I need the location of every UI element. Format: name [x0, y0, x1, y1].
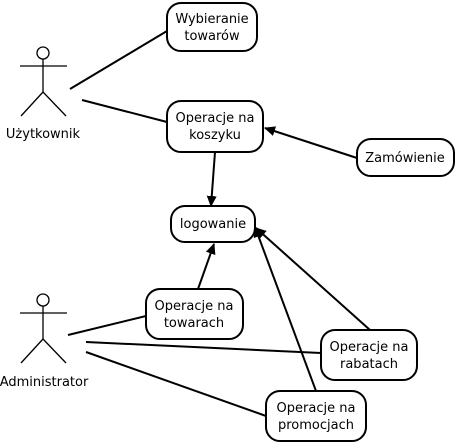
- usecase-operacje-koszyk: Operacje na koszyku: [166, 100, 264, 153]
- actor-admin-head: [36, 293, 50, 307]
- actor-user-head: [36, 46, 50, 60]
- usecase-towarach-line1: Operacje na: [155, 299, 234, 314]
- actor-admin-left-leg: [20, 338, 44, 364]
- assoc-admin-towarach: [67, 315, 147, 336]
- usecase-operacje-towarach: Operacje na towarach: [145, 288, 244, 340]
- usecase-towarach-line2: towarach: [164, 316, 224, 331]
- usecase-zamowienie-label: Zamówienie: [365, 151, 445, 166]
- usecase-zamowienie: Zamówienie: [356, 138, 455, 177]
- usecase-promocjach-line1: Operacje na: [277, 401, 356, 416]
- actor-admin-right-leg: [42, 338, 67, 364]
- arrow-towarach-logowanie: [197, 243, 216, 290]
- assoc-user-wybieranie: [69, 30, 168, 90]
- actor-user-right-leg: [42, 91, 67, 117]
- assoc-admin-promocjach: [85, 351, 267, 417]
- arrow-rabatach-logowanie: [255, 227, 371, 331]
- usecase-operacje-rabatach: Operacje na rabatach: [320, 329, 418, 381]
- usecase-wybieranie-line2: towarów: [184, 29, 240, 44]
- usecase-wybieranie-line1: Wybieranie: [175, 12, 248, 27]
- usecase-koszyk-line2: koszyku: [189, 128, 241, 143]
- usecase-promocjach-line2: promocjach: [278, 418, 354, 433]
- arrow-koszyk-logowanie: [206, 151, 217, 207]
- usecase-wybieranie-towarow: Wybieranie towarów: [166, 2, 258, 52]
- assoc-user-koszyk: [81, 99, 168, 123]
- actor-user-label: Użytkownik: [6, 127, 81, 142]
- usecase-rabatach-line1: Operacje na: [330, 340, 409, 355]
- actor-user: Użytkownik: [6, 46, 81, 142]
- usecase-logowanie-label: logowanie: [180, 217, 246, 232]
- assoc-admin-rabatach: [85, 341, 322, 354]
- actor-admin: Administrator: [0, 293, 89, 390]
- usecase-logowanie: logowanie: [170, 205, 256, 243]
- usecase-rabatach-line2: rabatach: [340, 357, 398, 372]
- arrow-promocjach-logowanie: [253, 226, 317, 392]
- actor-user-left-leg: [20, 91, 44, 117]
- actor-admin-label: Administrator: [0, 375, 89, 390]
- usecase-operacje-promocjach: Operacje na promocjach: [265, 390, 367, 442]
- arrow-zamowienie-koszyk: [264, 126, 358, 159]
- usecase-koszyk-line1: Operacje na: [176, 111, 255, 126]
